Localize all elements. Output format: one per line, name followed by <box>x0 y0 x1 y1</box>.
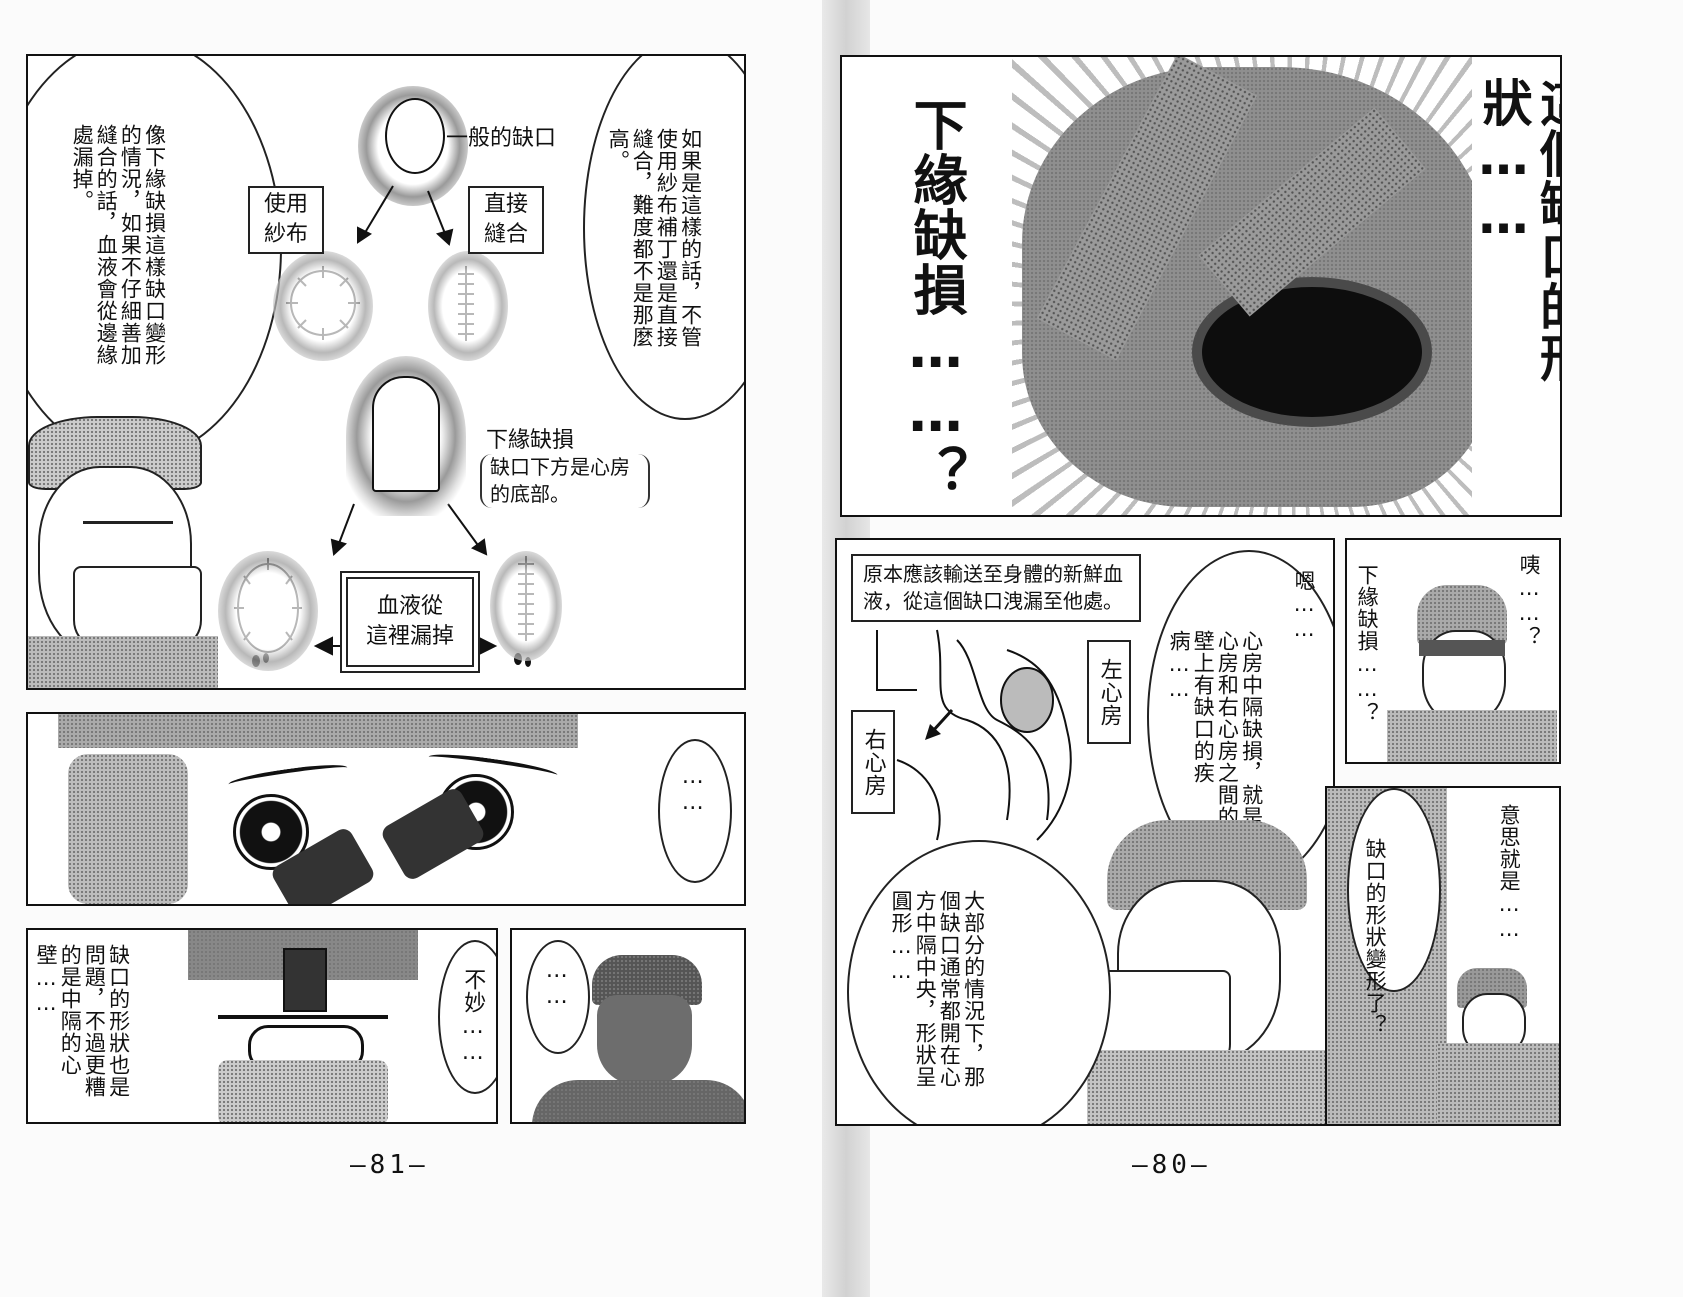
asking-doctor-band <box>1419 640 1505 656</box>
lower-sutured-halo <box>490 551 562 661</box>
big-text-bg-right <box>1472 57 1560 515</box>
box-blood-leak: 血液從 這裡漏掉 <box>340 571 480 673</box>
panel-diagram: 像下緣缺損這樣缺口變形的情況，如果不仔細善加縫合的話，血液會從邊緣處漏掉。 如果… <box>26 54 746 690</box>
asking-doctor-cap <box>1417 585 1507 645</box>
speech-bubble-right <box>583 56 744 420</box>
mask-edge <box>68 754 188 904</box>
note-lower-edge-text: 缺口下方是心房的底部。 <box>490 455 630 506</box>
frowning-doctor-figure <box>168 930 438 1122</box>
asking-doctor-gown <box>1387 710 1557 762</box>
panel-doctor-asking: 咦……？ 下緣缺損……？ <box>1345 538 1561 764</box>
speech-bubble-bad <box>438 940 496 1094</box>
speech-text-asd: 心房中隔缺損，就是左心房和右心房之間的心壁上有缺口的疾病…… <box>1167 630 1264 850</box>
panel-frowning-doctor: 缺口的形狀也是問題，不過更糟的是中隔的心壁…… 不妙…… <box>26 928 498 1124</box>
label-lower-edge-defect: 下緣缺損 <box>486 428 575 453</box>
patched-defect-halo <box>273 251 373 361</box>
label-right-atrium-text: 右心房 <box>860 727 886 797</box>
cap-band <box>58 714 578 748</box>
lower-edge-defect-outline <box>372 376 440 492</box>
defect-hole <box>1202 287 1422 417</box>
frowning-mask <box>218 1060 388 1122</box>
panel-defect-closeup: 下緣缺損……？ 這個缺口的形狀…… <box>840 55 1562 517</box>
speech-text-right: 如果是這樣的話，不管使用紗布補丁還是直接縫合，難度都不是那麼高。 <box>606 128 703 348</box>
speech-text-hmm: 嗯…… <box>1292 570 1317 642</box>
dark-doctor-face <box>597 995 692 1085</box>
speech-bubble-bottom <box>847 840 1111 1124</box>
dark-doctor-shoulders <box>532 1080 744 1122</box>
panel-atrial-explanation: 原本應該輸送至身體的新鮮血液，從這個缺口洩漏至他處。 左心房 右心房 嗯…… 心… <box>835 538 1335 1126</box>
heart-diagram <box>876 629 1072 841</box>
speech-text-shape-deformed: 缺口的形狀變形了？ <box>1363 838 1388 1036</box>
panel-dark-doctor: …… <box>510 928 746 1124</box>
panel-eyes-closeup: …… <box>26 712 746 906</box>
speech-ellipsis-text-2: …… <box>544 958 570 1010</box>
speech-bubble-shape <box>1347 788 1441 992</box>
speech-text-shape-problem: 缺口的形狀也是問題，不過更糟的是中隔的心壁…… <box>34 944 131 1098</box>
page-number-80: —80— <box>1132 1150 1211 1180</box>
doctor-gown <box>28 636 218 688</box>
big-text-lower-defect: 下緣缺損……？ <box>904 97 968 500</box>
left-page: 像下緣缺損這樣缺口變形的情況，如果不仔細善加縫合的話，血液會從邊緣處漏掉。 如果… <box>0 0 822 1297</box>
speech-text-left: 像下緣缺損這樣缺口變形的情況，如果不仔細善加縫合的話，血液會從邊緣處漏掉。 <box>70 124 167 366</box>
speech-text-usually-round: 大部分的情況下，那個缺口通常都開在心方中隔中央，形狀呈圓形…… <box>889 890 986 1088</box>
speech-text-bad: 不妙…… <box>460 968 486 1066</box>
meaning-doctor-gown <box>1437 1043 1559 1124</box>
eyebrow-left <box>227 760 349 792</box>
masked-doctor <box>1087 820 1333 1124</box>
speech-bubble-ellipsis-2 <box>526 940 590 1054</box>
right-page: 下緣缺損……？ 這個缺口的形狀…… 原本應該輸送至身體的新鮮血液，從這個缺口洩漏… <box>835 0 1683 1297</box>
label-left-atrium-text: 左心房 <box>1096 657 1122 727</box>
doctor-figure <box>28 416 218 688</box>
sutured-defect-halo <box>428 251 508 361</box>
label-normal-defect: 一般的缺口 <box>446 126 557 151</box>
box-use-gauze: 使用 紗布 <box>248 186 324 254</box>
panel-shape-deformed: 缺口的形狀變形了？ 意思就是…… <box>1325 786 1561 1126</box>
big-text-bg-left <box>842 57 1012 515</box>
normal-defect-outline <box>385 98 445 174</box>
speech-text-meaning: 意思就是…… <box>1497 804 1522 942</box>
speech-bubble-ellipsis <box>658 739 732 883</box>
label-right-atrium: 右心房 <box>851 710 895 814</box>
head-lamp <box>283 948 327 1012</box>
big-text-defect-shape: 這個缺口的形狀…… <box>1474 77 1562 383</box>
masked-doctor-gown <box>1087 1050 1333 1124</box>
speech-ellipsis-text: …… <box>680 764 706 816</box>
speech-bubble-left <box>28 56 282 460</box>
doctor-eyes <box>83 521 173 538</box>
caption-blood-leak: 原本應該輸送至身體的新鮮血液，從這個缺口洩漏至他處。 <box>851 554 1141 622</box>
speech-text-eh: 咦……？ <box>1517 554 1542 648</box>
frown-brows <box>218 1015 388 1031</box>
page-number-81: —81— <box>350 1150 429 1180</box>
speech-text-lower-defect-q: 下緣缺損……？ <box>1355 564 1380 724</box>
note-lower-edge-defect: 缺口下方是心房的底部。 <box>480 454 650 508</box>
box-direct-suture: 直接 縫合 <box>468 186 544 254</box>
lower-patched-halo <box>218 551 318 671</box>
label-left-atrium: 左心房 <box>1087 640 1131 744</box>
